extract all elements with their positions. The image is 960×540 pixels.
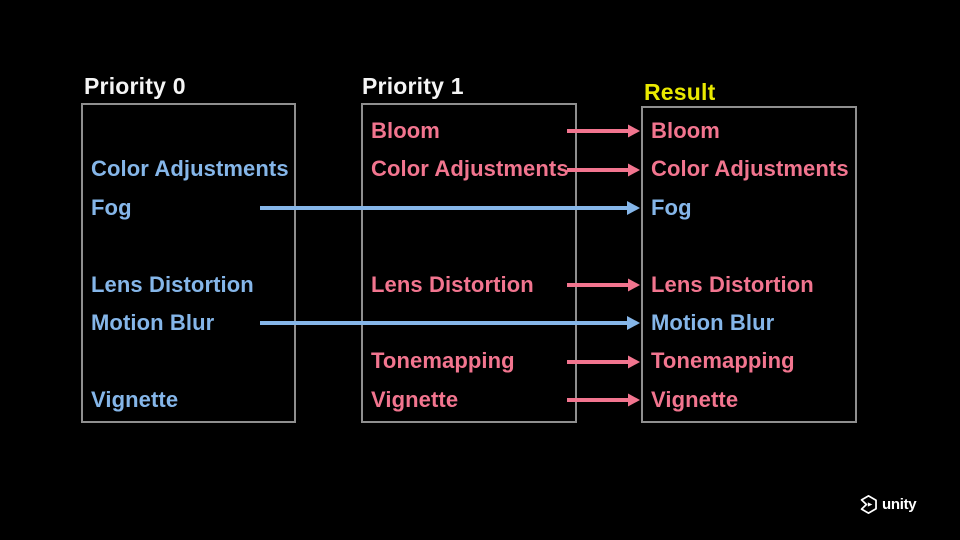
item-motion-blur: Motion Blur xyxy=(91,310,215,335)
item-vignette: Vignette xyxy=(371,386,459,412)
priority-1-title: Priority 1 xyxy=(362,73,464,99)
item-color-adjustments: Color Adjustments xyxy=(651,156,849,182)
item-empty-slot xyxy=(363,227,575,265)
priority-0-title: Priority 0 xyxy=(84,73,186,99)
item-lens-distortion: Lens Distortion xyxy=(371,271,534,297)
result-box: Bloom Color Adjustments Fog Lens Distort… xyxy=(641,106,857,423)
item-bloom: Bloom xyxy=(371,118,440,143)
unity-logo: unity xyxy=(858,494,917,515)
item-lens-distortion: Lens Distortion xyxy=(651,271,814,297)
item-bloom: Bloom xyxy=(651,118,720,143)
arrow-lens-distortion xyxy=(567,278,640,292)
item-empty-slot xyxy=(363,304,575,342)
item-empty-slot xyxy=(643,227,855,265)
item-lens-distortion: Lens Distortion xyxy=(91,271,254,297)
item-motion-blur: Motion Blur xyxy=(651,310,775,335)
priority-1-box: Bloom Color Adjustments Lens Distortion … xyxy=(361,103,577,423)
item-vignette: Vignette xyxy=(91,386,179,412)
item-tonemapping: Tonemapping xyxy=(371,348,515,374)
item-vignette: Vignette xyxy=(651,386,739,412)
arrow-vignette xyxy=(567,393,640,407)
item-empty-slot xyxy=(83,112,294,150)
arrow-bloom xyxy=(567,124,640,138)
item-empty-slot xyxy=(363,189,575,227)
item-empty-slot xyxy=(83,227,294,265)
unity-cube-icon xyxy=(860,495,877,514)
item-empty-slot xyxy=(83,342,294,380)
item-tonemapping: Tonemapping xyxy=(651,348,795,374)
result-title: Result xyxy=(644,79,716,105)
item-color-adjustments: Color Adjustments xyxy=(371,156,569,182)
priority-0-box: Color Adjustments Fog Lens Distortion Mo… xyxy=(81,103,296,423)
arrow-tonemapping xyxy=(567,355,640,369)
item-fog: Fog xyxy=(91,194,132,220)
arrow-color-adjustments xyxy=(567,163,640,177)
unity-wordmark: unity xyxy=(882,496,917,513)
item-color-adjustments: Color Adjustments xyxy=(91,156,289,182)
item-fog: Fog xyxy=(651,194,692,220)
